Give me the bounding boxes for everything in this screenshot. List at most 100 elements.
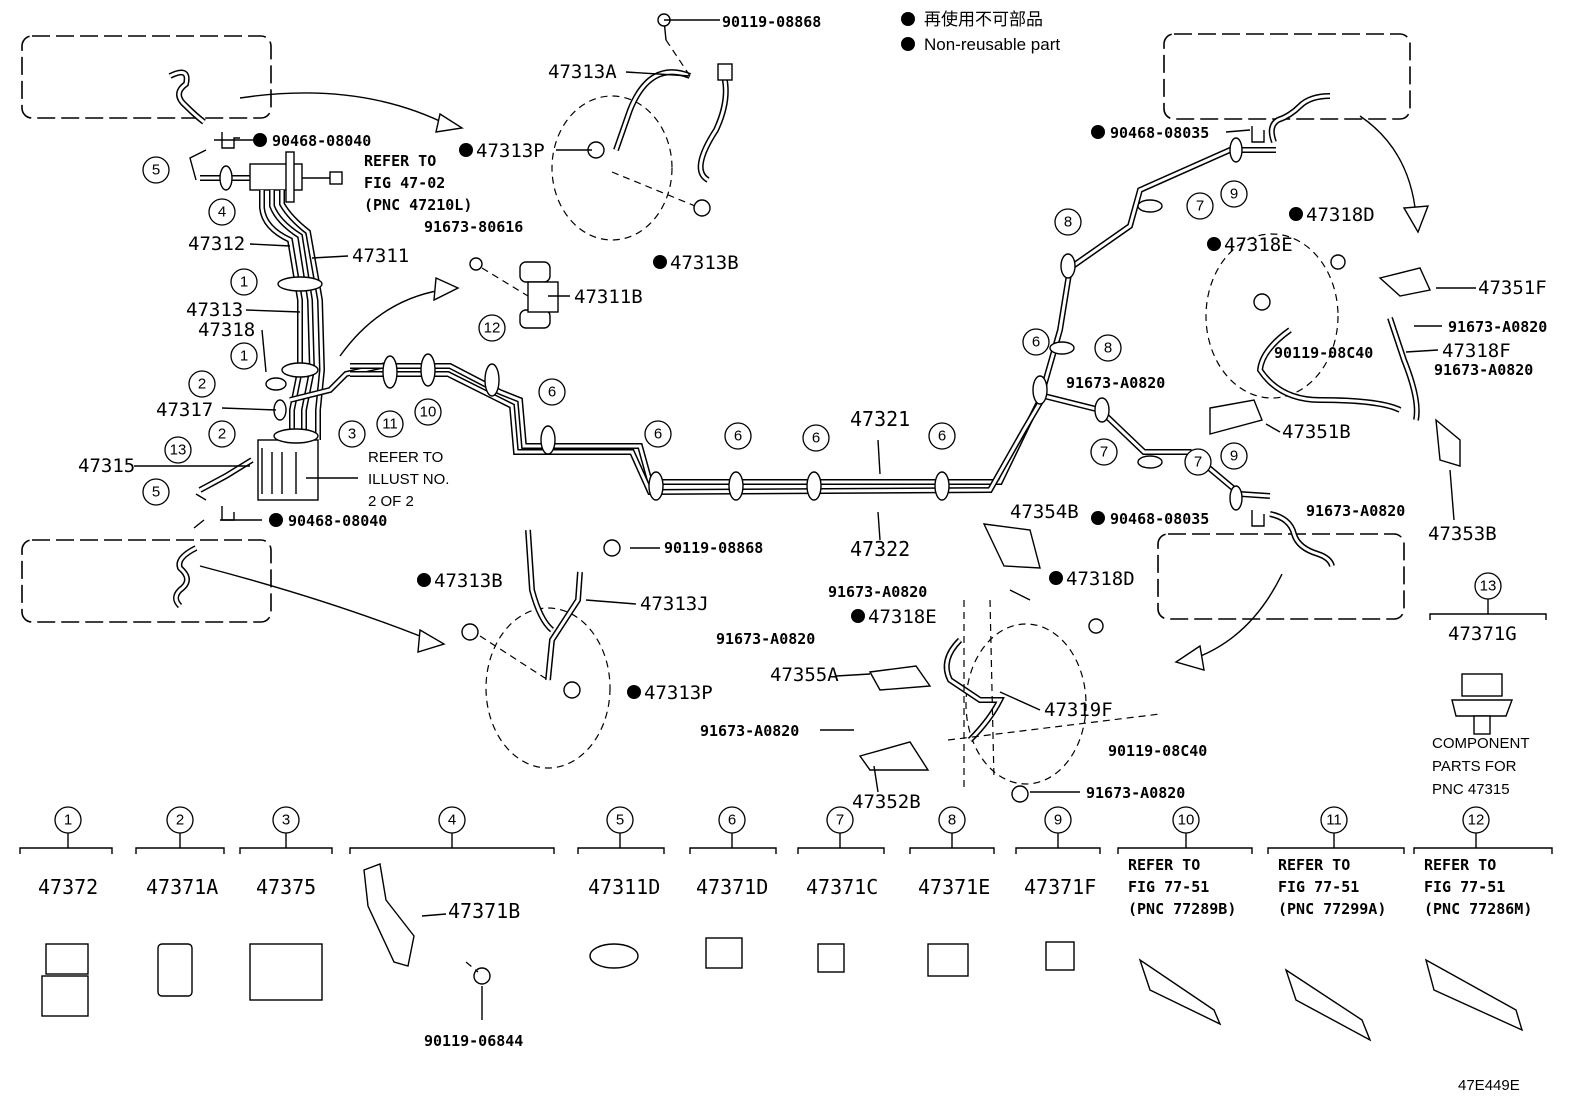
svg-text:47311: 47311 (352, 245, 409, 267)
arrow-head-icon (433, 276, 460, 302)
svg-text:REFER TO: REFER TO (1424, 856, 1496, 874)
svg-text:47318E: 47318E (1224, 234, 1293, 256)
svg-text:91673-A0820: 91673-A0820 (716, 630, 815, 648)
svg-text:11: 11 (382, 416, 398, 433)
svg-text:91673-A0820: 91673-A0820 (1434, 361, 1533, 379)
svg-text:2: 2 (198, 376, 206, 393)
svg-text:47371C: 47371C (806, 875, 878, 899)
svg-text:47311B: 47311B (574, 286, 643, 308)
svg-text:47351F: 47351F (1478, 277, 1547, 299)
svg-text:47318D: 47318D (1306, 204, 1375, 226)
svg-text:47318F: 47318F (1442, 340, 1511, 362)
svg-text:47371B: 47371B (448, 899, 520, 923)
svg-text:5: 5 (152, 162, 160, 179)
svg-text:47371A: 47371A (146, 875, 218, 899)
svg-text:REFER TO: REFER TO (368, 449, 443, 466)
svg-text:REFER TO: REFER TO (364, 152, 436, 170)
svg-text:7: 7 (1194, 454, 1202, 471)
refer-fig-note: REFER TO FIG 47-02 (PNC 47210L) (364, 152, 472, 214)
svg-text:11: 11 (1326, 812, 1342, 829)
svg-text:1: 1 (240, 274, 248, 291)
svg-text:(PNC 47210L): (PNC 47210L) (364, 196, 472, 214)
svg-text:47371E: 47371E (918, 875, 990, 899)
svg-text:90119-06844: 90119-06844 (424, 1032, 523, 1050)
svg-text:12: 12 (1468, 812, 1485, 829)
svg-text:47317: 47317 (156, 399, 213, 421)
svg-text:REFER TO: REFER TO (1278, 856, 1350, 874)
svg-text:47375: 47375 (256, 875, 316, 899)
svg-text:47315: 47315 (78, 455, 135, 477)
svg-text:47354B: 47354B (1010, 501, 1079, 523)
svg-text:47371D: 47371D (696, 875, 768, 899)
svg-text:47322: 47322 (850, 537, 910, 561)
svg-text:90468-08035: 90468-08035 (1110, 510, 1209, 528)
svg-text:FIG 77-51: FIG 77-51 (1128, 878, 1209, 896)
clip-retainers (221, 126, 1265, 527)
bracket-47311B (469, 257, 559, 329)
svg-text:6: 6 (654, 426, 662, 443)
legend-jp: 再使用不可部品 (924, 9, 1043, 29)
locator-box-front-right (1163, 33, 1411, 120)
svg-text:9: 9 (1054, 812, 1062, 829)
svg-text:91673-80616: 91673-80616 (424, 218, 523, 236)
svg-text:90119-08C40: 90119-08C40 (1274, 344, 1373, 362)
svg-text:COMPONENT: COMPONENT (1432, 735, 1530, 752)
svg-text:4: 4 (218, 204, 226, 221)
svg-text:90468-08035: 90468-08035 (1110, 124, 1209, 142)
locator-box-rear-right (1157, 533, 1405, 620)
svg-text:FIG 77-51: FIG 77-51 (1424, 878, 1505, 896)
main-lines (350, 147, 1276, 499)
svg-text:2: 2 (176, 812, 184, 829)
svg-text:(PNC 77286M): (PNC 77286M) (1424, 900, 1532, 918)
svg-text:90119-08868: 90119-08868 (722, 13, 821, 31)
locator-box-rear-left (21, 539, 272, 623)
svg-text:(PNC 77289B): (PNC 77289B) (1128, 900, 1236, 918)
svg-text:1: 1 (240, 348, 248, 365)
svg-text:8: 8 (948, 812, 956, 829)
svg-text:47355A: 47355A (770, 664, 839, 686)
svg-text:5: 5 (616, 812, 624, 829)
svg-text:2 OF 2: 2 OF 2 (368, 493, 414, 510)
svg-text:91673-A0820: 91673-A0820 (1306, 502, 1405, 520)
svg-text:6: 6 (938, 428, 946, 445)
svg-text:47318D: 47318D (1066, 568, 1135, 590)
arrow-head-icon (417, 628, 446, 653)
svg-text:7: 7 (1196, 198, 1204, 215)
svg-text:47318E: 47318E (868, 606, 937, 628)
locator-box-front-left (21, 35, 272, 119)
figure-code: 47E449E (1458, 1077, 1520, 1094)
svg-text:47312: 47312 (188, 233, 245, 255)
svg-text:91673-A0820: 91673-A0820 (828, 583, 927, 601)
svg-text:47371G: 47371G (1448, 623, 1517, 645)
hose-rear-left (461, 529, 621, 699)
svg-text:47372: 47372 (38, 875, 98, 899)
callouts-main: 5 4 1 1 2 2 3 13 5 11 10 12 6 6 6 6 6 6 … (142, 156, 1502, 600)
detail-circle-front-left (551, 95, 673, 241)
svg-text:10: 10 (1178, 812, 1195, 829)
svg-text:90119-08868: 90119-08868 (664, 539, 763, 557)
svg-text:7: 7 (836, 812, 844, 829)
svg-text:47313P: 47313P (476, 140, 545, 162)
hose-front-right (1209, 254, 1461, 467)
svg-text:91673-A0820: 91673-A0820 (1086, 784, 1185, 802)
leader-lines (134, 19, 1476, 793)
svg-text:47371F: 47371F (1024, 875, 1096, 899)
svg-text:13: 13 (1480, 578, 1497, 595)
part-labels: 90119-08868 47313A 47313P 47313B 90468-0… (78, 13, 1547, 813)
svg-text:47313: 47313 (186, 299, 243, 321)
svg-text:47321: 47321 (850, 407, 910, 431)
svg-text:47353B: 47353B (1428, 523, 1497, 545)
clip-47371G-group (1429, 599, 1547, 735)
svg-text:2: 2 (218, 426, 226, 443)
svg-text:47311D: 47311D (588, 875, 660, 899)
arrow-head-icon (1402, 205, 1430, 234)
svg-text:47351B: 47351B (1282, 421, 1351, 443)
svg-text:PNC 47315: PNC 47315 (1432, 781, 1510, 798)
svg-text:47318: 47318 (198, 319, 255, 341)
svg-text:47313P: 47313P (644, 682, 713, 704)
svg-text:PARTS FOR: PARTS FOR (1432, 758, 1517, 775)
svg-text:47319F: 47319F (1044, 699, 1113, 721)
clip-markers (219, 137, 1243, 511)
